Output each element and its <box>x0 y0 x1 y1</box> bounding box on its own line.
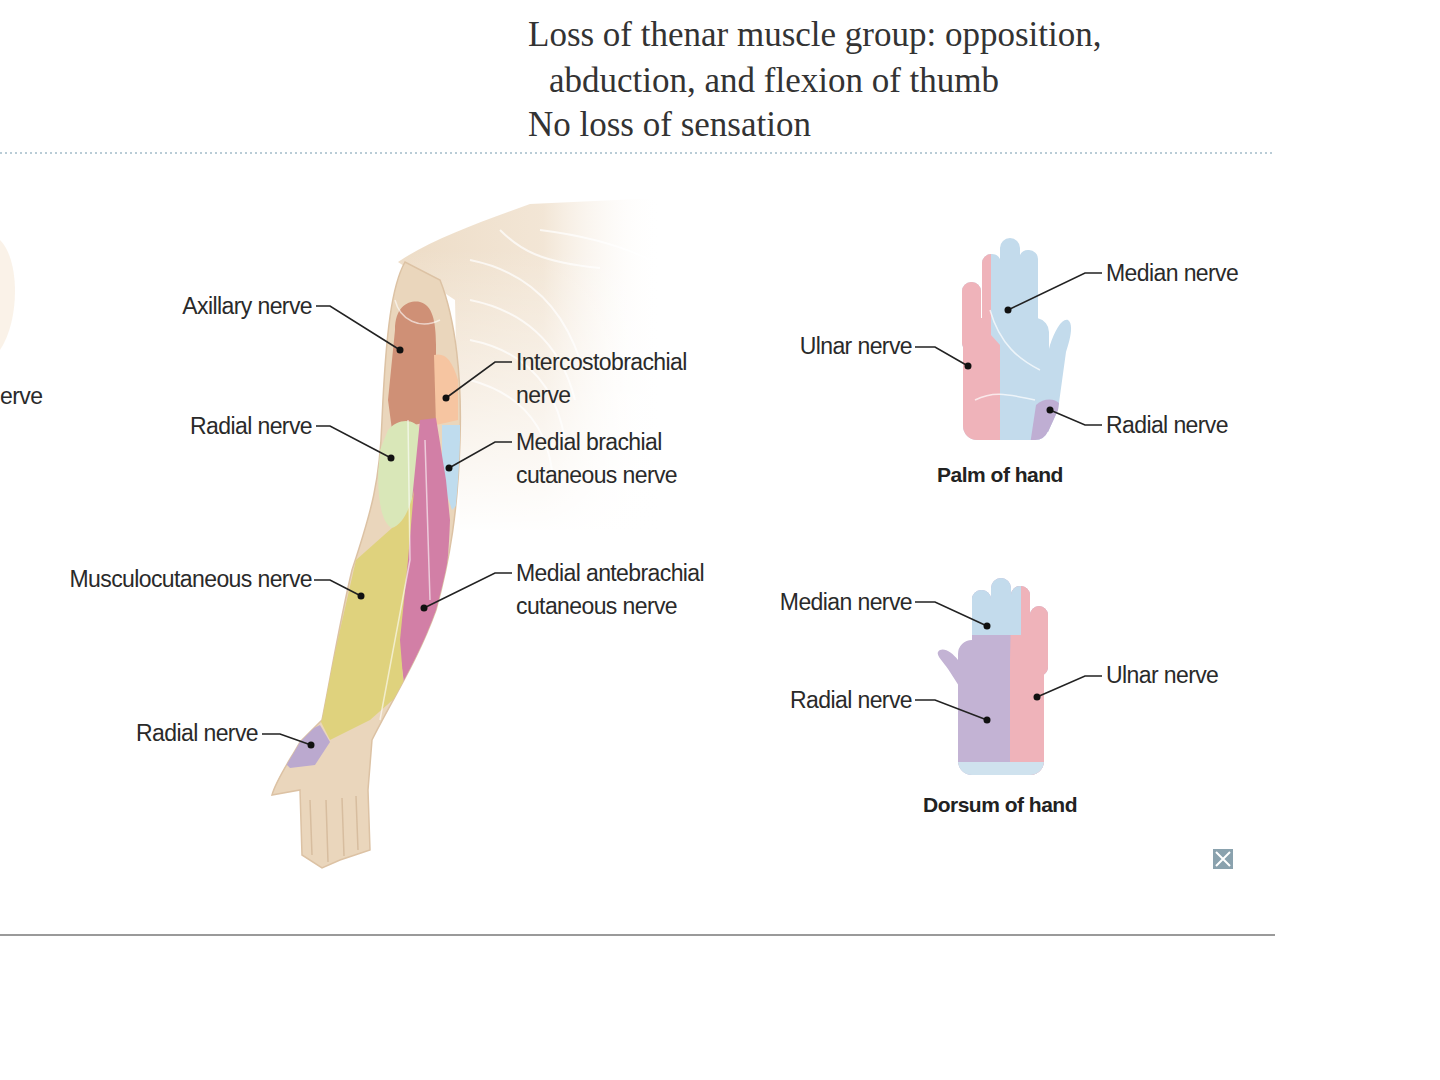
leader-line <box>1008 273 1102 310</box>
nerve-label: Median nerve <box>780 586 912 619</box>
radial-palm-zone <box>1030 400 1060 445</box>
intercostobrachial-zone <box>434 354 458 425</box>
leader-line <box>316 306 400 350</box>
icon-box <box>1213 849 1233 869</box>
cropped-figure <box>0 240 15 350</box>
bottom-rule <box>0 934 1275 936</box>
leader-dot <box>308 742 315 749</box>
leader-line <box>915 700 987 720</box>
leader-dot <box>965 363 972 370</box>
leader-dots <box>308 307 1054 749</box>
leader-line <box>449 442 512 468</box>
palm-hand <box>940 230 1080 445</box>
leader-dot <box>984 623 991 630</box>
leader-line <box>424 573 512 608</box>
leader-dot <box>1005 307 1012 314</box>
finger-outline <box>310 796 358 862</box>
leader-dot <box>1034 694 1041 701</box>
leader-line <box>314 580 361 596</box>
arm <box>272 262 462 868</box>
arm-outline <box>272 262 460 868</box>
leader-dot <box>984 717 991 724</box>
nerve-label: Radial nerve <box>136 717 258 750</box>
nerve-label: Axillary nerve <box>182 290 312 323</box>
bone-outline <box>380 300 440 720</box>
leader-dot <box>358 593 365 600</box>
nerve-label: Radial nerve <box>790 684 912 717</box>
palm-crease <box>975 310 1040 400</box>
leader-dot <box>1047 407 1054 414</box>
leader-lines <box>262 273 1102 745</box>
leader-dot <box>397 347 404 354</box>
nerve-label: erve <box>0 380 42 413</box>
nerve-label: Medial antebrachial cutaneous nerve <box>516 557 741 623</box>
panel-caption: Palm of hand <box>900 461 1100 489</box>
panel-caption: Dorsum of hand <box>890 791 1110 819</box>
nerve-label: Musculocutaneous nerve <box>69 563 312 596</box>
leader-dot <box>446 465 453 472</box>
nerve-label: Ulnar nerve <box>1106 659 1218 692</box>
dorsum-hand <box>930 570 1060 780</box>
leader-line <box>446 362 512 398</box>
leader-line <box>1050 410 1102 425</box>
annotation-text: No loss of sensation <box>528 102 1028 148</box>
section-divider <box>0 152 1275 154</box>
icon-glyph <box>1216 852 1230 866</box>
nerve-label: Medial brachial cutaneous nerve <box>516 426 721 492</box>
wrist-zone <box>958 762 1048 778</box>
nerve-label: Ulnar nerve <box>800 330 912 363</box>
radial-dorsum-zone <box>930 570 1060 780</box>
median-palm-zone <box>940 230 1080 445</box>
leader-dot <box>421 605 428 612</box>
radial-wrist-zone <box>282 725 330 768</box>
leader-dot <box>443 395 450 402</box>
leader-line <box>1037 676 1102 697</box>
leader-dot <box>388 455 395 462</box>
nerve-label: Intercostobrachial nerve <box>516 346 721 412</box>
nerve-label: Radial nerve <box>190 410 312 443</box>
annotation-text: Loss of thenar muscle group: opposition,… <box>528 12 1209 104</box>
leader-line <box>915 602 987 626</box>
median-dorsum-zone <box>968 570 1021 635</box>
leader-line <box>316 426 391 458</box>
leader-line <box>915 347 968 366</box>
nerve-label: Median nerve <box>1106 257 1238 290</box>
leader-line <box>262 734 311 745</box>
nerve-label: Radial nerve <box>1106 409 1228 442</box>
ulnar-palm-zone <box>940 230 1000 445</box>
expand-icon <box>1213 849 1233 869</box>
